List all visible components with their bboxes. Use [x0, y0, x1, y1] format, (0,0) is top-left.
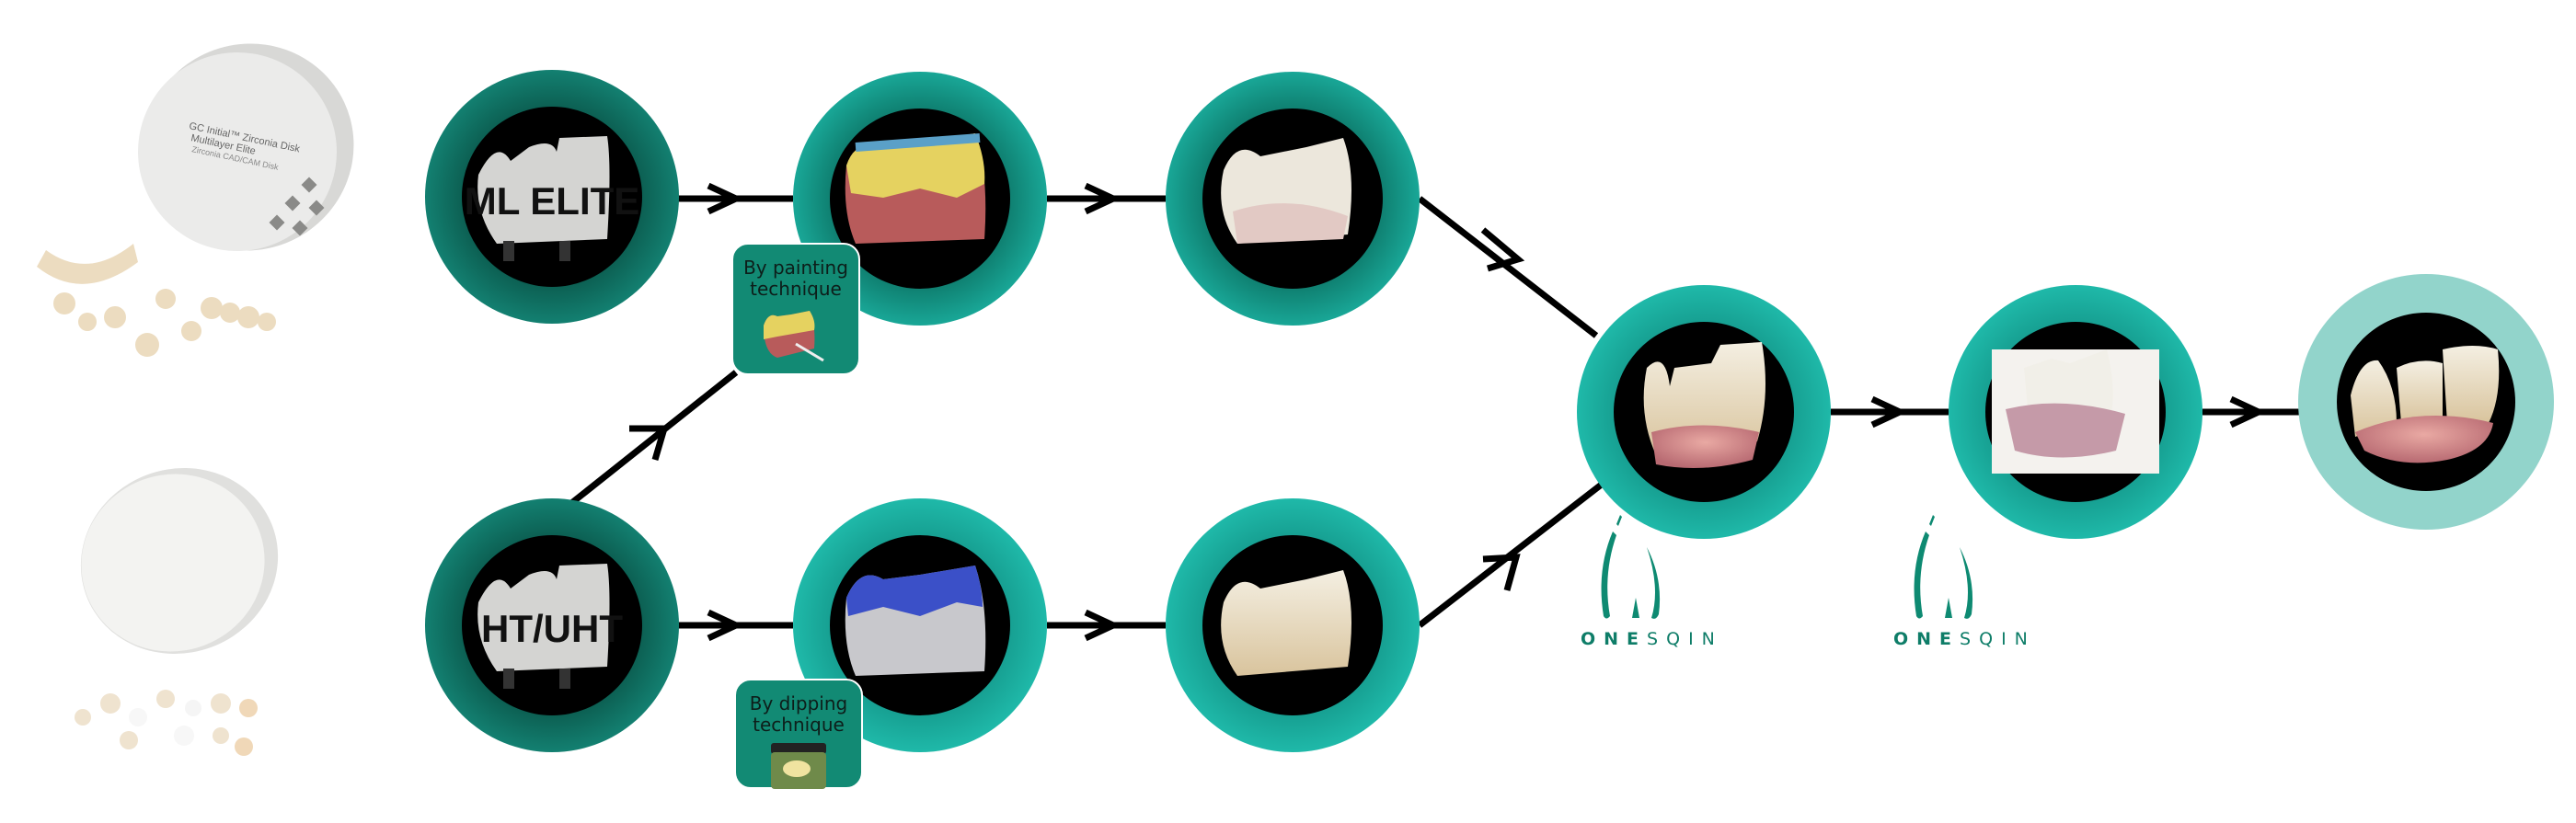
dipping-box-line1: By dipping	[749, 692, 848, 714]
flow-arrows	[558, 182, 2302, 642]
painting-brush-icon	[764, 311, 824, 362]
painting-technique-box: By painting technique	[731, 243, 860, 375]
arrow-top-diagonal	[1417, 196, 1599, 338]
onesqin-logo-mark	[1601, 515, 1973, 619]
painting-box-line1: By painting	[743, 257, 848, 279]
step-top-3	[1166, 72, 1420, 326]
dipping-technique-box: By dipping technique	[734, 679, 863, 789]
ml-elite-label: ML ELITE	[465, 179, 640, 223]
step-mid-1	[1577, 285, 1831, 539]
chevron-icon	[1482, 554, 1521, 591]
dipping-box-line2: technique	[753, 714, 845, 736]
dipping-jar-icon	[771, 743, 826, 789]
step-final	[2298, 274, 2554, 530]
chevron-icon	[1870, 395, 1908, 429]
ht-uht-label: HT/UHT	[481, 607, 623, 650]
step-mid-2	[1949, 285, 2202, 539]
chevron-icon	[1084, 609, 1121, 642]
bottom-zirconia-disc	[80, 468, 279, 654]
bottom-restorations	[75, 690, 258, 756]
step-bottom-1: HT/UHT	[425, 498, 679, 752]
chevron-icon	[629, 425, 669, 461]
chevron-icon	[707, 182, 744, 215]
chevron-icon	[2229, 395, 2267, 429]
chevron-icon	[1480, 227, 1525, 272]
onesqin-logo-1: ONESQIN	[1581, 629, 1723, 649]
chevron-icon	[707, 609, 744, 642]
step-top-1: ML ELITE	[425, 70, 679, 324]
painting-box-line2: technique	[750, 278, 842, 300]
arrow-cross-diagonal	[558, 370, 739, 514]
onesqin-logo-2: ONESQIN	[1893, 629, 2036, 649]
top-zirconia-disc: GC Initial™ Zirconia Disk Multilayer Eli…	[138, 43, 354, 251]
top-restorations	[37, 244, 276, 357]
chevron-icon	[1084, 182, 1121, 215]
step-bottom-3	[1166, 498, 1420, 752]
arrow-bottom-diagonal	[1417, 477, 1610, 628]
